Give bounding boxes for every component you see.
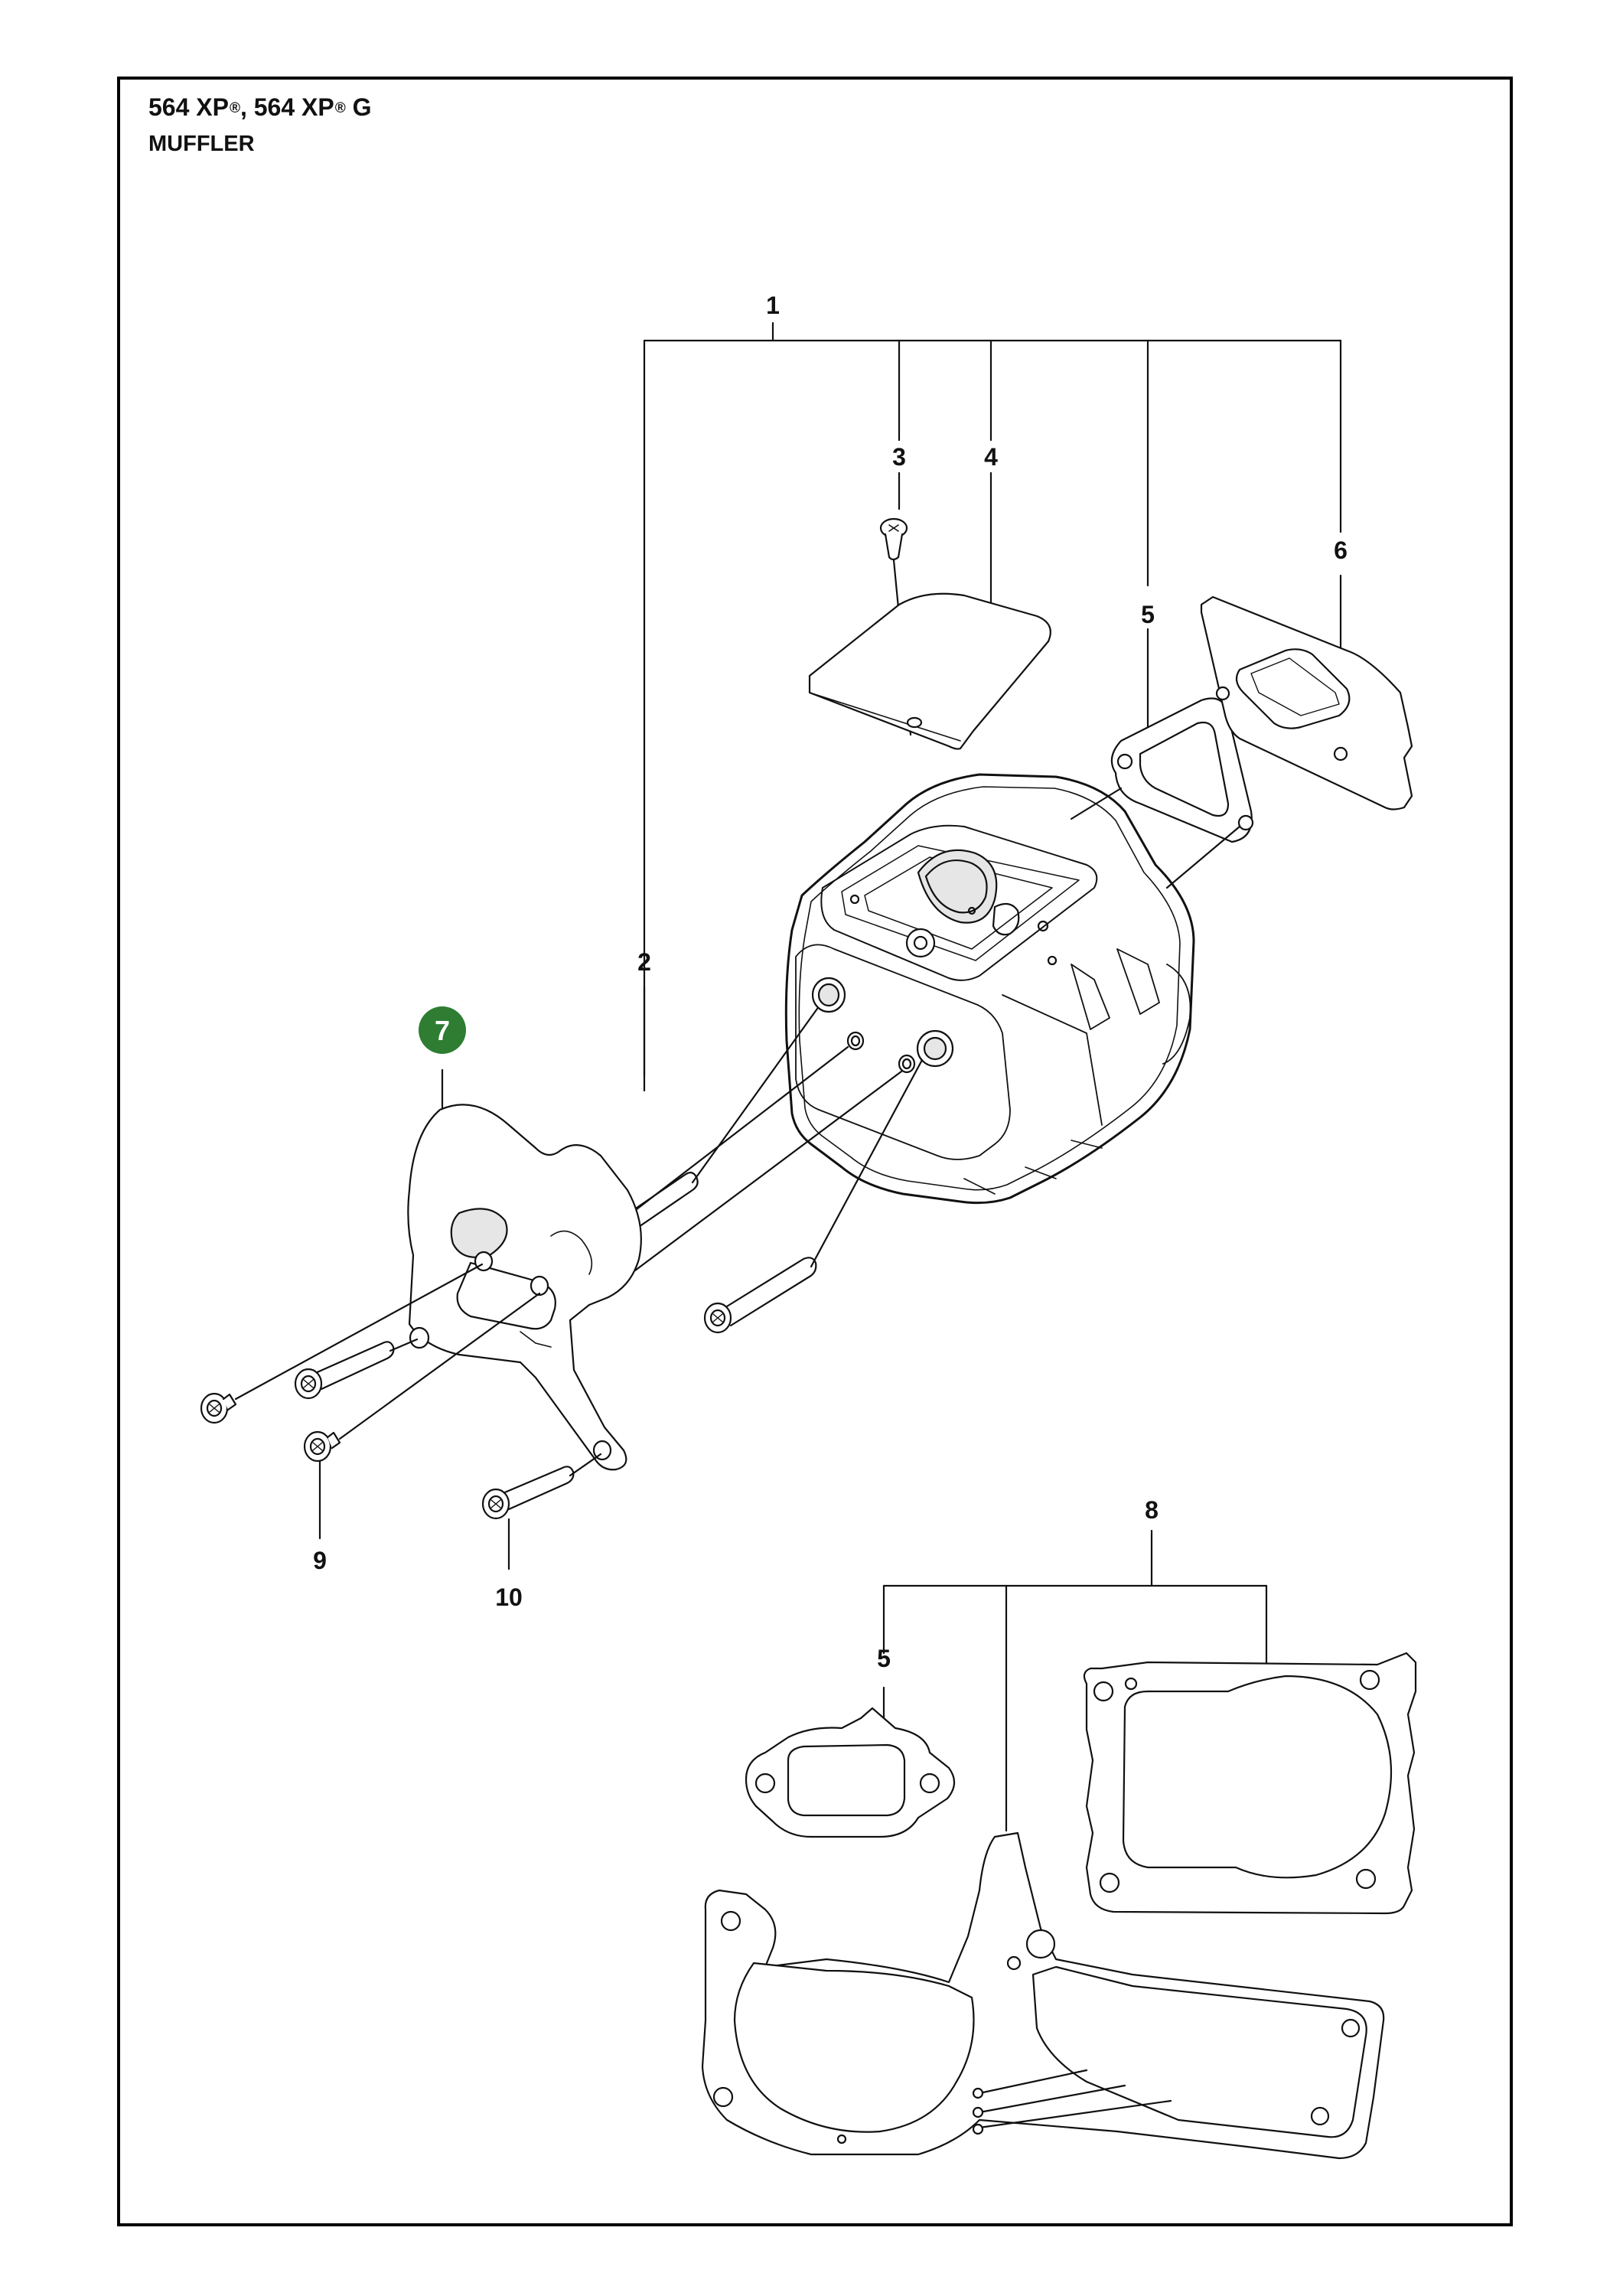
model-b-suffix: G [345, 93, 372, 121]
callout-7-badge: 7 [419, 1006, 466, 1054]
callout-labels: 1 2 3 4 5 6 7 8 5 9 10 [313, 292, 1348, 1672]
section-title: MUFFLER [148, 132, 255, 156]
bolt-2-lower [703, 1058, 924, 1334]
page-title: 564 XP®, 564 XP® G [148, 93, 372, 122]
callout-4: 4 [984, 443, 998, 471]
callout-1: 1 [766, 292, 780, 319]
gasket-5-bottom [745, 1707, 956, 1838]
reg-mark-b: ® [334, 100, 346, 116]
callout-5-bottom: 5 [877, 1645, 891, 1672]
crankcase-gasket [701, 1831, 1385, 2160]
gasket-5-top [1110, 697, 1254, 843]
callout-7: 7 [435, 1015, 450, 1046]
callout-6: 6 [1334, 536, 1348, 564]
shield-plate-4 [808, 592, 1051, 750]
title-separator: , [240, 93, 254, 121]
callout-2: 2 [637, 948, 651, 976]
screw-9-lower [303, 1292, 541, 1463]
screw-9-upper [200, 1263, 484, 1424]
callout-5-top: 5 [1141, 601, 1155, 628]
callout-3: 3 [892, 443, 906, 471]
heat-shield-6 [1200, 595, 1413, 810]
bolt-10-upper [294, 1338, 419, 1400]
bolt-10-lower [481, 1453, 602, 1520]
model-b: 564 XP [253, 93, 334, 121]
diagram-frame [117, 77, 1513, 2226]
muffler-body [784, 773, 1241, 1205]
callout-10: 10 [495, 1583, 523, 1611]
cylinder-gasket [1083, 1652, 1417, 1915]
model-a: 564 XP [148, 93, 229, 121]
callout-9: 9 [313, 1547, 327, 1574]
reg-mark-a: ® [229, 100, 240, 116]
callout-8: 8 [1145, 1496, 1159, 1524]
leader-lines-top [318, 321, 1342, 1570]
bracket-7 [407, 1104, 642, 1471]
